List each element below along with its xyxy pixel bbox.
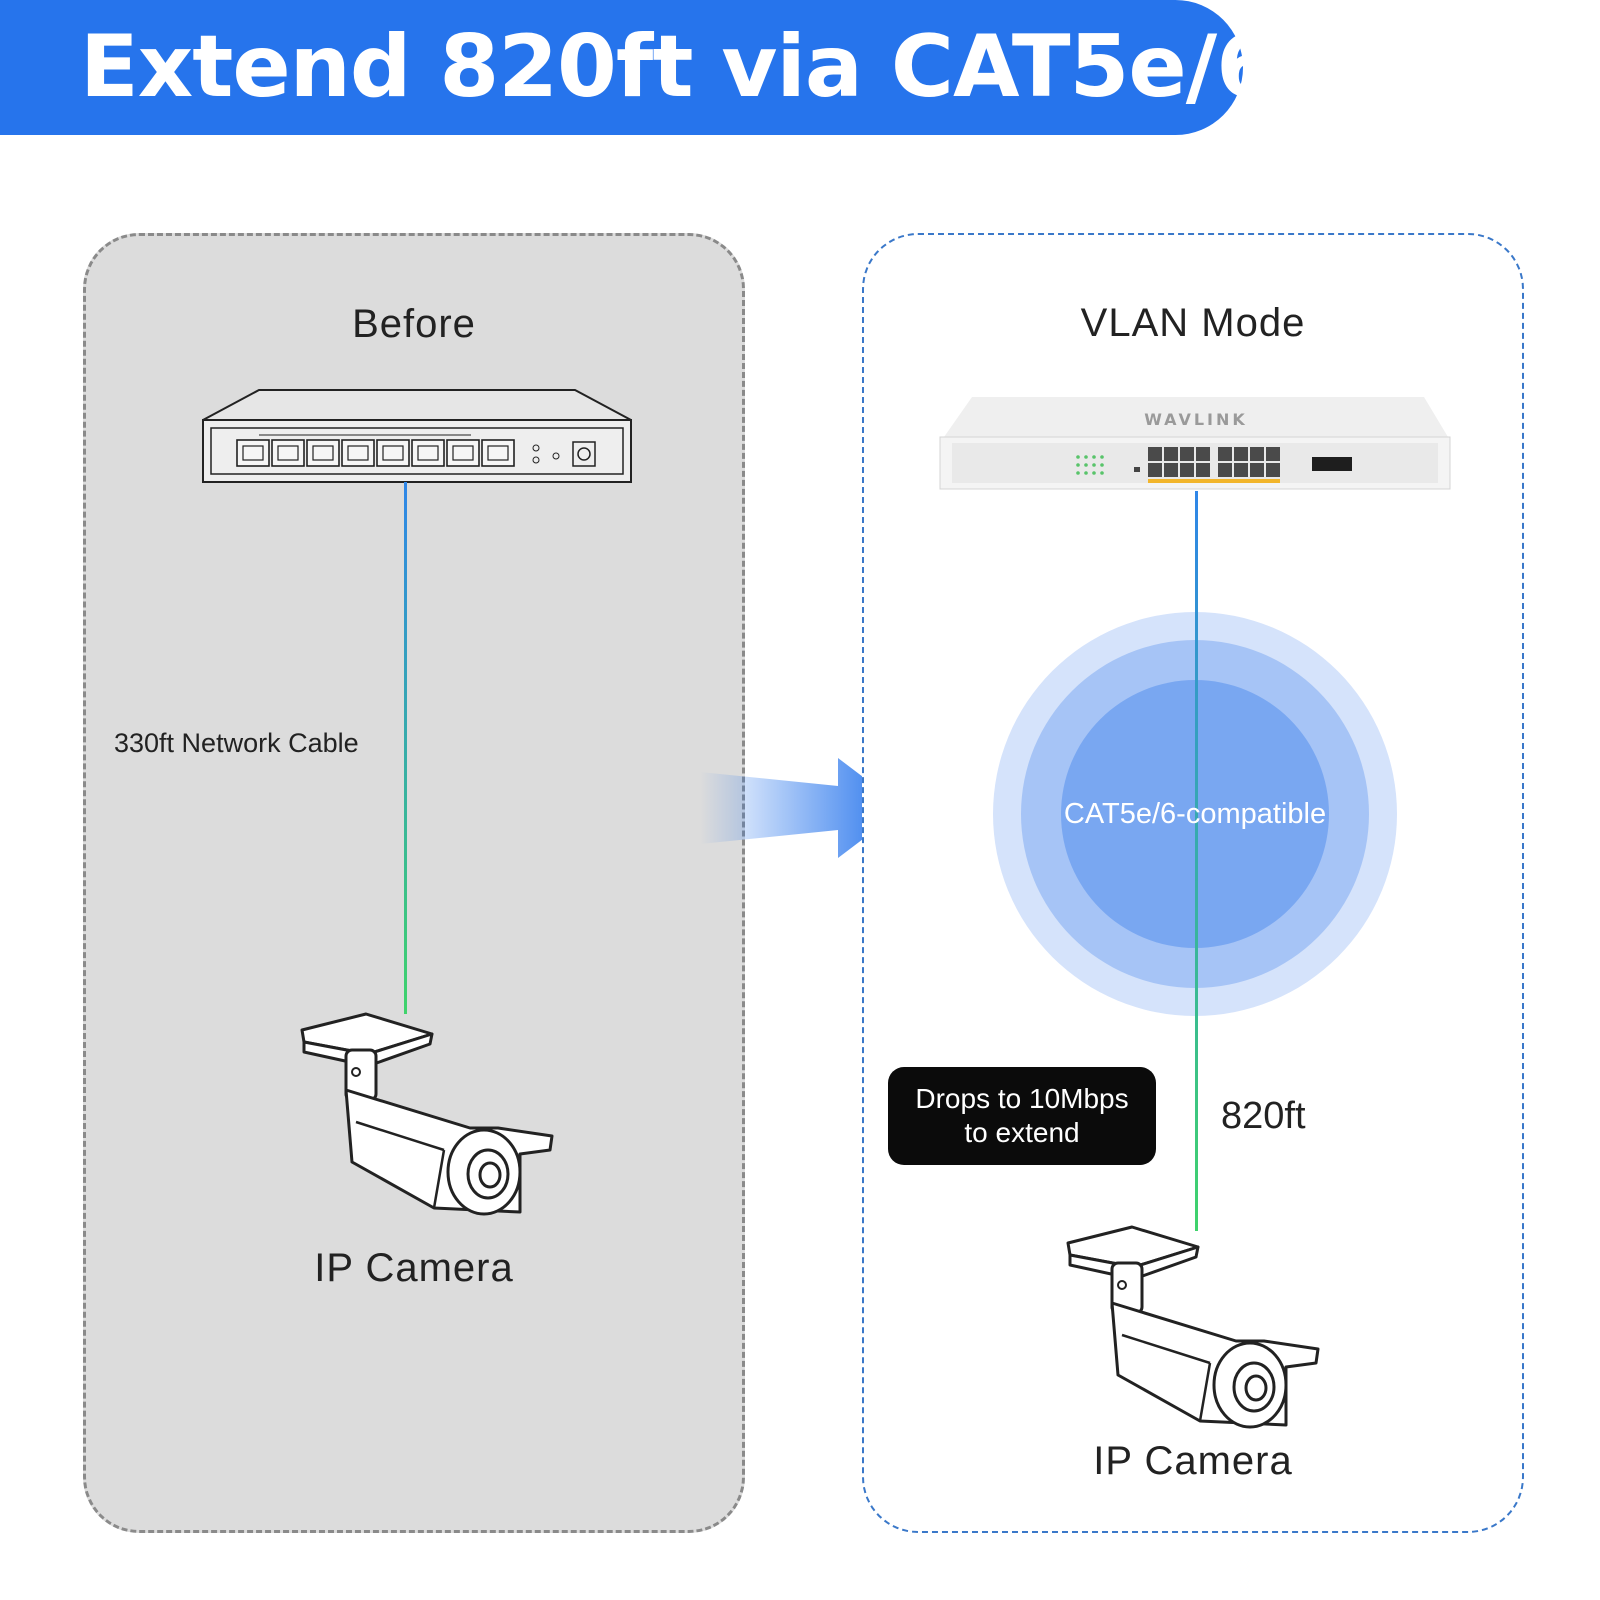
network-switch-icon <box>202 389 632 483</box>
after-panel-title: VLAN Mode <box>1080 301 1306 345</box>
before-cable-label: 330ft Network Cable <box>114 728 359 758</box>
bullet-camera-icon <box>300 1012 554 1216</box>
arrow-right-icon <box>700 758 904 858</box>
before-panel: Before <box>83 233 745 1533</box>
header-banner <box>0 0 1243 135</box>
after-panel: VLAN Mode WAVLINK CAT5e/6-compatib <box>862 233 1524 1533</box>
before-camera-label: IP Camera <box>314 1246 514 1290</box>
compat-label-wrap: CAT5e/6-compatible <box>993 612 1397 1016</box>
speed-note-line1: Drops to 10Mbps <box>915 1083 1129 1114</box>
compat-label: CAT5e/6-compatible <box>1063 797 1327 830</box>
distance-label: 820ft <box>1221 1095 1306 1137</box>
poe-switch-icon: WAVLINK <box>939 397 1451 490</box>
speed-note-line2: to extend <box>964 1117 1080 1148</box>
before-cable-line <box>404 482 407 1014</box>
speed-note-badge: Drops to 10Mbps to extend <box>888 1067 1156 1165</box>
before-panel-title: Before <box>352 302 476 346</box>
after-cable-line <box>1195 491 1198 1231</box>
bullet-camera-icon <box>1066 1225 1320 1429</box>
page-title: Extend 820ft via CAT5e/6 <box>80 17 1276 117</box>
after-camera-label: IP Camera <box>1093 1439 1293 1483</box>
switch-brand-text: WAVLINK <box>1144 410 1248 429</box>
